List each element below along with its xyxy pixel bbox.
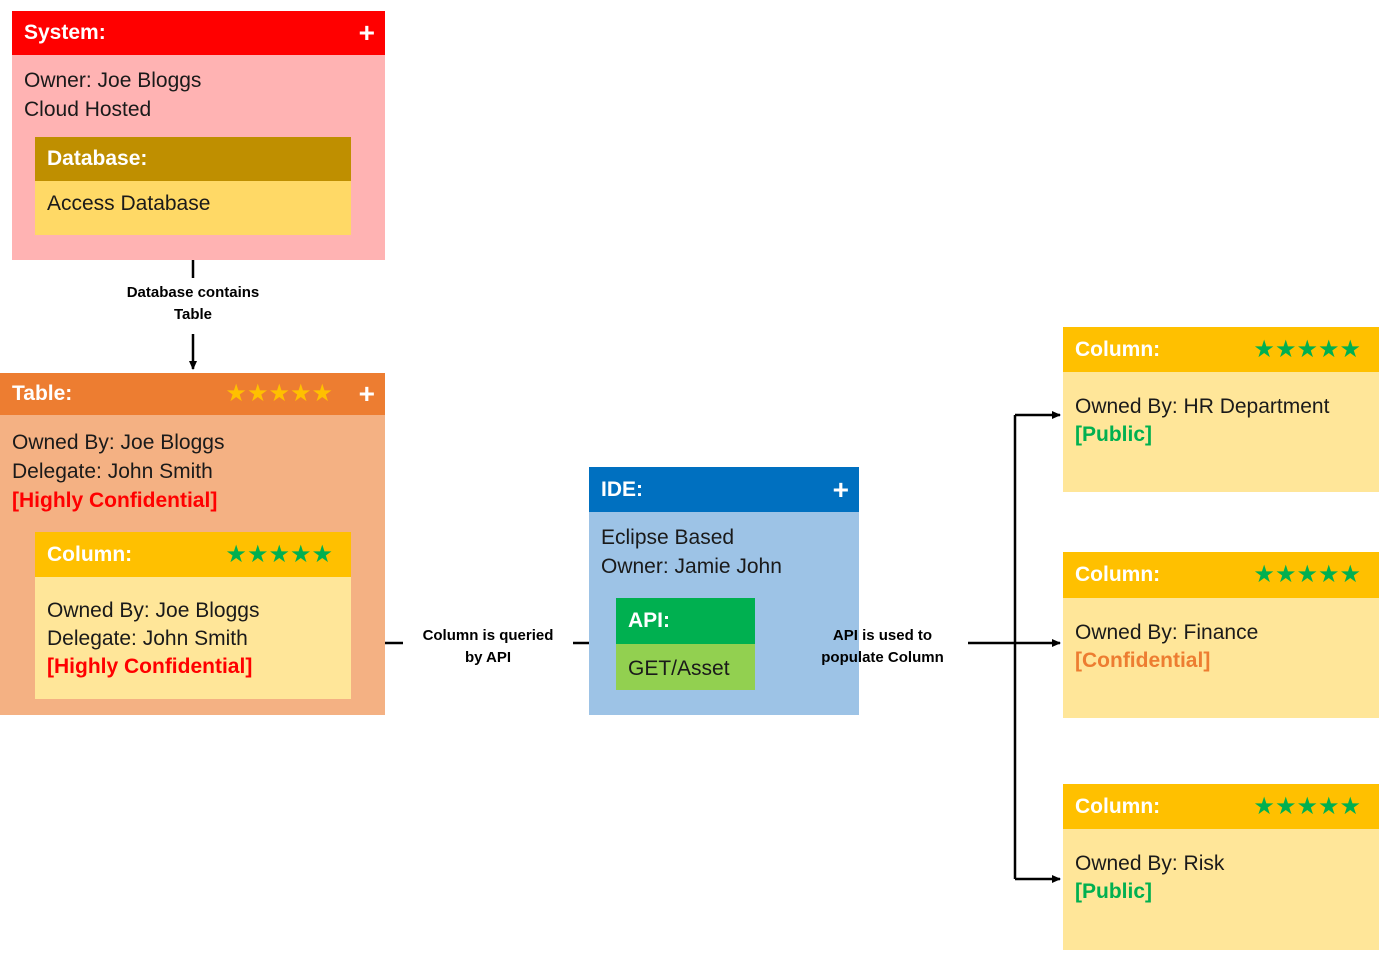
table-column-classification: [Highly Confidential]	[47, 655, 253, 678]
edge-label-db-table: Database contains Table	[113, 282, 273, 326]
table-rating-stars: ★★★★★	[225, 380, 333, 407]
column-card-risk-header: Column: ★★★★★	[1063, 784, 1379, 829]
column-card-risk-rating-stars: ★★★★★	[1253, 792, 1361, 820]
api-title: API:	[628, 609, 670, 632]
table-column-header: Column: ★★★★★	[35, 532, 351, 577]
ide-header: IDE: +	[589, 467, 859, 512]
table-title: Table:	[12, 382, 73, 405]
system-card: System: + Owner: Joe Bloggs Cloud Hosted…	[12, 11, 385, 260]
column-card-finance-owner: Owned By: Finance	[1075, 621, 1259, 644]
table-card: Table: ★★★★★ + Owned By: Joe Bloggs Dele…	[0, 373, 385, 715]
api-header: API:	[616, 598, 755, 644]
column-card-hr-details: Owned By: HR Department [Public]	[1075, 393, 1329, 449]
column-card-finance-title: Column:	[1075, 563, 1161, 586]
column-card-risk: Column: ★★★★★ Owned By: Risk [Public]	[1063, 784, 1379, 950]
table-column-rating-stars: ★★★★★	[225, 540, 333, 568]
table-expand-icon[interactable]: +	[358, 378, 375, 409]
column-card-finance-header: Column: ★★★★★	[1063, 552, 1379, 598]
database-name: Access Database	[47, 192, 211, 215]
table-column-title: Column:	[47, 542, 133, 566]
table-classification: [Highly Confidential]	[12, 489, 218, 512]
api-card: API: GET/Asset	[616, 598, 755, 690]
system-details: Owner: Joe Bloggs Cloud Hosted	[24, 66, 201, 124]
column-card-risk-details: Owned By: Risk [Public]	[1075, 850, 1224, 906]
column-card-risk-title: Column:	[1075, 794, 1161, 818]
column-card-risk-owner: Owned By: Risk	[1075, 852, 1225, 875]
database-header: Database:	[35, 137, 351, 181]
ide-expand-icon[interactable]: +	[832, 473, 849, 505]
database-title: Database:	[47, 147, 148, 170]
column-card-hr-owner: Owned By: HR Department	[1075, 395, 1330, 418]
column-card-risk-classification: [Public]	[1075, 880, 1152, 903]
column-card-hr-classification: [Public]	[1075, 423, 1152, 446]
table-column-owner: Owned By: Joe Bloggs	[47, 599, 260, 622]
database-card: Database: Access Database	[35, 137, 351, 235]
api-details: GET/Asset	[628, 654, 730, 683]
ide-title: IDE:	[601, 477, 643, 501]
column-card-finance: Column: ★★★★★ Owned By: Finance [Confide…	[1063, 552, 1379, 718]
table-delegate: Delegate: John Smith	[12, 460, 213, 483]
table-details: Owned By: Joe Bloggs Delegate: John Smit…	[12, 428, 224, 515]
edge-label-api-column: API is used to populate Column	[821, 627, 944, 666]
database-details: Access Database	[47, 189, 210, 218]
table-column-card: Column: ★★★★★ Owned By: Joe Bloggs Deleg…	[35, 532, 351, 699]
table-owner: Owned By: Joe Bloggs	[12, 431, 225, 454]
column-card-hr: Column: ★★★★★ Owned By: HR Department [P…	[1063, 327, 1379, 492]
edge-label-column-api: Column is queried by API	[408, 625, 568, 669]
system-owner: Owner: Joe Bloggs	[24, 69, 202, 92]
api-endpoint: GET/Asset	[628, 657, 730, 680]
column-card-finance-rating-stars: ★★★★★	[1253, 561, 1361, 588]
ide-card: IDE: + Eclipse Based Owner: Jamie John A…	[589, 467, 859, 715]
system-title: System:	[24, 21, 106, 44]
ide-platform: Eclipse Based	[601, 526, 735, 549]
system-hosting: Cloud Hosted	[24, 98, 152, 121]
column-card-hr-rating-stars: ★★★★★	[1253, 335, 1361, 363]
system-expand-icon[interactable]: +	[358, 17, 375, 48]
system-header: System: +	[12, 11, 385, 55]
table-column-delegate: Delegate: John Smith	[47, 627, 248, 650]
table-column-details: Owned By: Joe Bloggs Delegate: John Smit…	[47, 597, 259, 681]
column-card-finance-details: Owned By: Finance [Confidential]	[1075, 619, 1258, 675]
ide-details: Eclipse Based Owner: Jamie John	[601, 523, 782, 581]
column-card-hr-title: Column:	[1075, 337, 1161, 361]
column-card-hr-header: Column: ★★★★★	[1063, 327, 1379, 372]
ide-owner: Owner: Jamie John	[601, 555, 782, 578]
table-header: Table: ★★★★★ +	[0, 373, 385, 415]
column-card-finance-classification: [Confidential]	[1075, 649, 1211, 672]
